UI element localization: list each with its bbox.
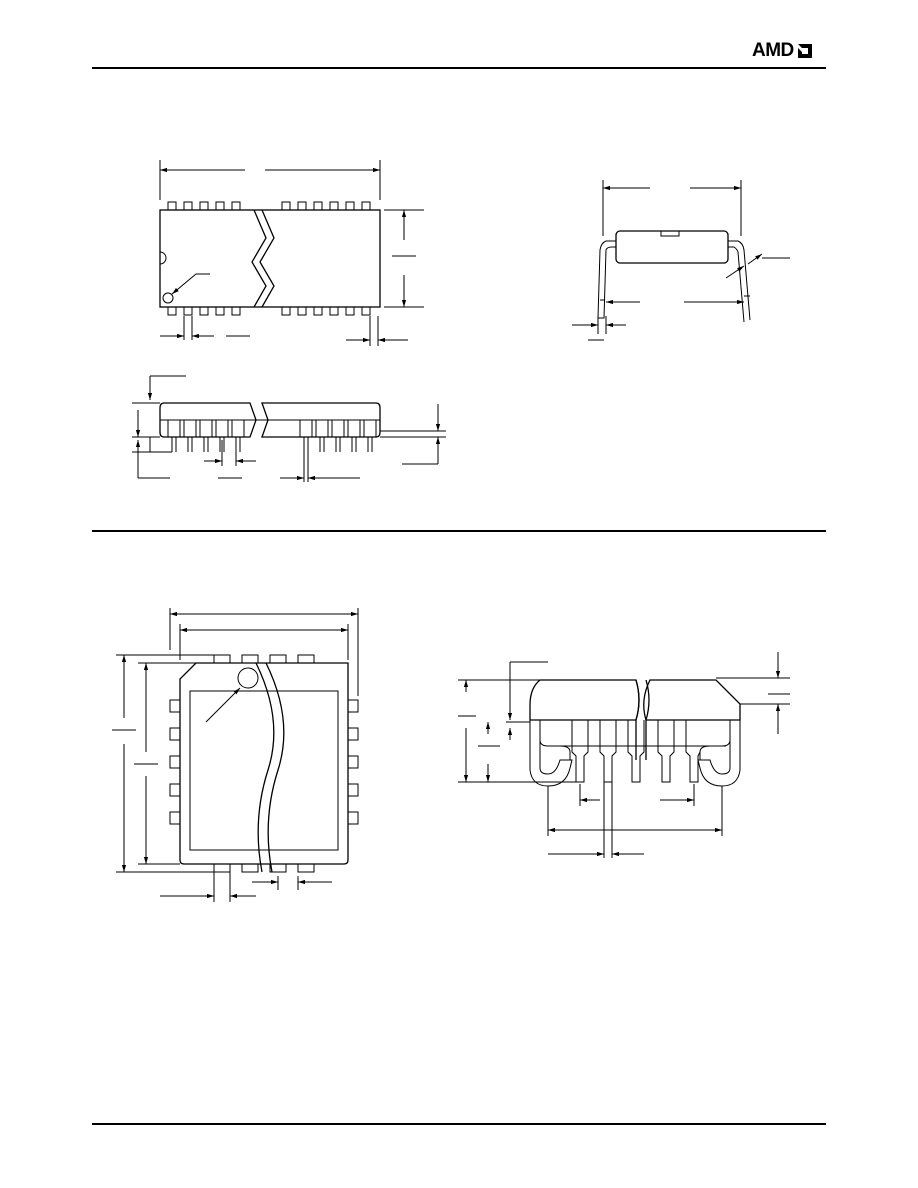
amd-logo: AMD <box>752 40 815 62</box>
dip-bottom-pins <box>167 306 371 316</box>
dip-top-pins <box>167 201 371 211</box>
dip-side-view <box>132 375 446 482</box>
amd-logo-text: AMD <box>752 40 794 61</box>
dip-body-outline <box>159 209 381 308</box>
plcc-side-pins <box>571 720 701 783</box>
pin1-marker <box>162 292 174 304</box>
dip-top-view <box>159 160 424 346</box>
dip-side-pins <box>167 419 377 452</box>
header-rule <box>92 67 826 69</box>
section-divider-rule <box>92 530 826 532</box>
plcc-top-view <box>112 608 359 902</box>
dip-notch <box>159 251 167 265</box>
amd-arrow-logo-icon <box>797 44 812 58</box>
dip-end-view <box>572 180 790 341</box>
plcc-side-view <box>458 652 790 858</box>
footer-rule <box>92 1123 826 1125</box>
